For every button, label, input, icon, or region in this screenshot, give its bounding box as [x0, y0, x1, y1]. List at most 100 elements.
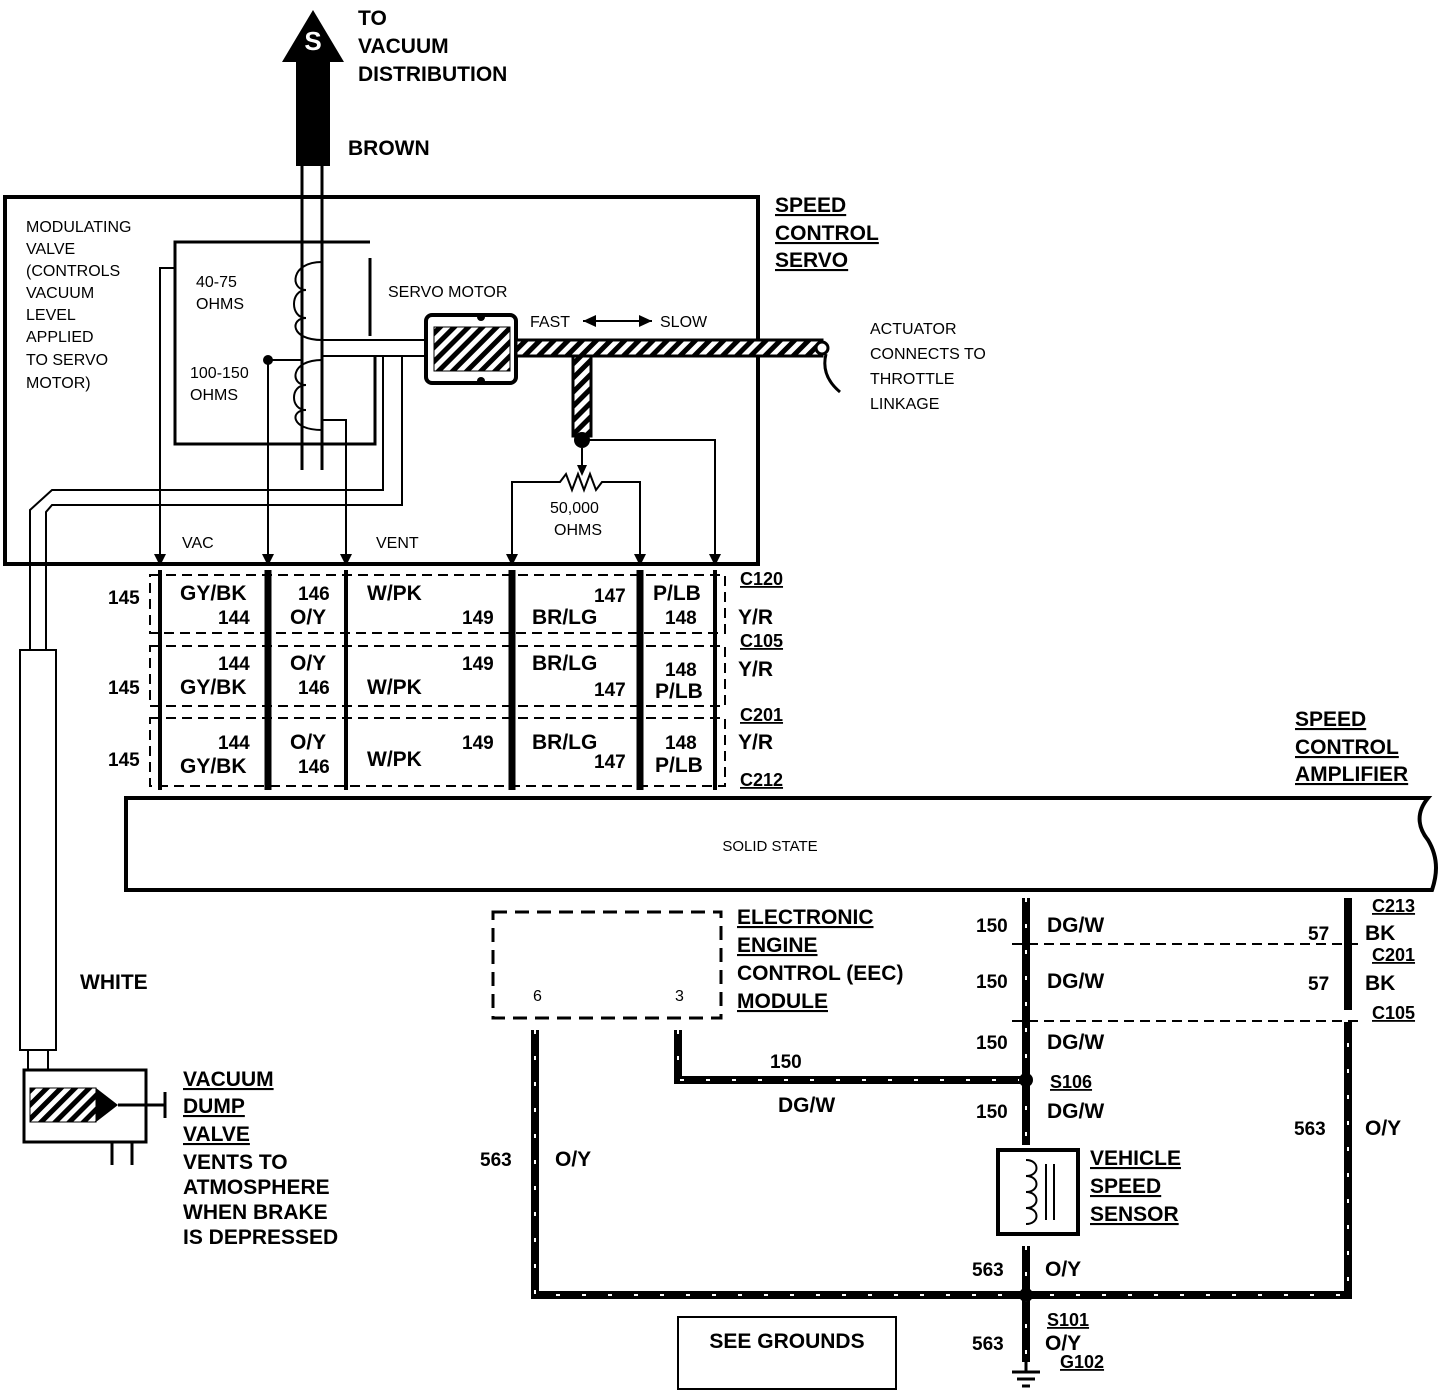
- svg-text:148: 148: [665, 608, 697, 629]
- svg-text:AMPLIFIER: AMPLIFIER: [1295, 763, 1408, 786]
- eec-module-box: [491, 910, 723, 1020]
- svg-text:VACUUM: VACUUM: [26, 285, 94, 302]
- svg-text:146: 146: [298, 757, 330, 778]
- svg-text:147: 147: [594, 586, 626, 607]
- svg-text:APPLIED: APPLIED: [26, 329, 94, 346]
- vacuum-destination-label: TO VACUUM DISTRIBUTION: [358, 7, 507, 86]
- brown-hose-label: BROWN: [348, 137, 430, 160]
- svg-text:BR/LG: BR/LG: [532, 652, 597, 675]
- eec-pin-6: 6: [533, 988, 542, 1005]
- lead-arrowheads: [154, 554, 721, 566]
- svg-text:C105: C105: [1372, 1003, 1415, 1023]
- svg-text:P/LB: P/LB: [655, 680, 703, 703]
- svg-text:149: 149: [462, 654, 494, 675]
- svg-text:563: 563: [1294, 1119, 1326, 1140]
- coil-40-75-ohms: 40-75 OHMS: [196, 261, 323, 341]
- svg-text:WHEN BRAKE: WHEN BRAKE: [183, 1201, 328, 1224]
- svg-text:DISTRIBUTION: DISTRIBUTION: [358, 63, 507, 86]
- svg-text:FAST: FAST: [530, 314, 570, 331]
- svg-text:C120: C120: [740, 569, 783, 589]
- svg-text:SERVO: SERVO: [775, 249, 848, 272]
- svg-text:149: 149: [462, 733, 494, 754]
- svg-text:CONTROL: CONTROL: [775, 222, 879, 245]
- vacuum-dump-valve: [22, 1049, 167, 1165]
- vehicle-speed-sensor: [996, 1148, 1080, 1236]
- svg-text:O/Y: O/Y: [1365, 1117, 1401, 1140]
- svg-text:144: 144: [218, 608, 250, 629]
- ground-symbol: [1012, 1362, 1040, 1388]
- see-grounds-box: SEE GROUNDS: [677, 1316, 897, 1390]
- svg-text:OHMS: OHMS: [554, 522, 602, 539]
- svg-text:ACTUATOR: ACTUATOR: [870, 321, 957, 338]
- speed-control-amplifier: SOLID STATE: [124, 796, 1438, 892]
- arrow-letter: S: [304, 26, 321, 56]
- svg-text:LINKAGE: LINKAGE: [870, 396, 939, 413]
- lower-dashed-connectors: [1012, 943, 1362, 1022]
- svg-text:MOTOR): MOTOR): [26, 375, 91, 392]
- svg-text:C213: C213: [1372, 896, 1415, 916]
- speed-control-servo-title: SPEED CONTROL SERVO: [775, 194, 879, 272]
- modulating-valve: [173, 240, 377, 446]
- svg-text:145: 145: [108, 750, 140, 771]
- svg-text:145: 145: [108, 678, 140, 699]
- svg-text:Y/R: Y/R: [738, 731, 773, 754]
- svg-text:DUMP: DUMP: [183, 1095, 245, 1118]
- svg-text:145: 145: [108, 588, 140, 609]
- svg-text:150: 150: [976, 1033, 1008, 1054]
- svg-text:563: 563: [972, 1334, 1004, 1355]
- lower-wire-labels: 150 DG/W 150 DG/W 150 DG/W 150 DG/W 150 …: [480, 914, 1401, 1355]
- speed-control-amplifier-title: SPEED CONTROL AMPLIFIER: [1295, 708, 1408, 786]
- svg-text:VENTS TO: VENTS TO: [183, 1151, 288, 1174]
- connector-c120-row: 145 GY/BK 144 146 O/Y W/PK 149 BR/LG 147…: [108, 582, 773, 629]
- svg-text:150: 150: [976, 1102, 1008, 1123]
- svg-text:DG/W: DG/W: [1047, 914, 1104, 937]
- svg-text:148: 148: [665, 660, 697, 681]
- svg-text:IS DEPRESSED: IS DEPRESSED: [183, 1226, 338, 1249]
- svg-text:VACUUM: VACUUM: [183, 1068, 274, 1091]
- svg-text:MODULE: MODULE: [737, 990, 828, 1013]
- svg-text:O/Y: O/Y: [1045, 1332, 1081, 1355]
- svg-text:CONTROL (EEC): CONTROL (EEC): [737, 962, 903, 985]
- svg-text:ENGINE: ENGINE: [737, 934, 818, 957]
- svg-text:BK: BK: [1365, 972, 1395, 995]
- svg-text:SLOW: SLOW: [660, 314, 708, 331]
- modulating-valve-label: MODULATING VALVE (CONTROLS VACUUM LEVEL …: [26, 219, 131, 392]
- svg-text:W/PK: W/PK: [367, 676, 422, 699]
- vehicle-speed-sensor-label: VEHICLE SPEED SENSOR: [1090, 1147, 1181, 1226]
- svg-text:S106: S106: [1050, 1072, 1092, 1092]
- svg-text:TO: TO: [358, 7, 387, 30]
- svg-text:57: 57: [1308, 974, 1329, 995]
- svg-text:100-150: 100-150: [190, 365, 249, 382]
- svg-text:144: 144: [218, 654, 250, 675]
- svg-text:MODULATING: MODULATING: [26, 219, 131, 236]
- svg-text:150: 150: [770, 1052, 802, 1073]
- svg-text:W/PK: W/PK: [367, 582, 422, 605]
- potentiometer-50000-ohms: 50,000 OHMS: [511, 439, 716, 556]
- lower-wiring: [531, 898, 1352, 1362]
- svg-text:DG/W: DG/W: [1047, 1031, 1104, 1054]
- svg-text:146: 146: [298, 678, 330, 699]
- vent-port-label: VENT: [376, 535, 419, 552]
- svg-text:GY/BK: GY/BK: [180, 582, 247, 605]
- svg-text:563: 563: [972, 1260, 1004, 1281]
- amplifier-body-label: SOLID STATE: [722, 838, 817, 855]
- svg-text:P/LB: P/LB: [653, 582, 701, 605]
- eec-module-title: ELECTRONIC ENGINE CONTROL (EEC) MODULE: [737, 906, 903, 1013]
- servo-internal-tubing: [29, 339, 428, 650]
- white-hose: [19, 649, 57, 1051]
- svg-text:GY/BK: GY/BK: [180, 676, 247, 699]
- svg-text:O/Y: O/Y: [555, 1148, 591, 1171]
- svg-text:P/LB: P/LB: [655, 754, 703, 777]
- svg-text:563: 563: [480, 1150, 512, 1171]
- svg-text:C212: C212: [740, 770, 783, 790]
- svg-text:SPEED: SPEED: [775, 194, 846, 217]
- svg-text:40-75: 40-75: [196, 274, 237, 291]
- svg-text:(CONTROLS: (CONTROLS: [26, 263, 120, 280]
- connector-c105-row: 144 145 GY/BK O/Y 146 W/PK 149 BR/LG 147…: [108, 652, 773, 703]
- svg-text:GY/BK: GY/BK: [180, 755, 247, 778]
- svg-text:VACUUM: VACUUM: [358, 35, 449, 58]
- eec-pin-3: 3: [675, 988, 684, 1005]
- svg-text:TO SERVO: TO SERVO: [26, 352, 108, 369]
- vac-port-label: VAC: [182, 535, 214, 552]
